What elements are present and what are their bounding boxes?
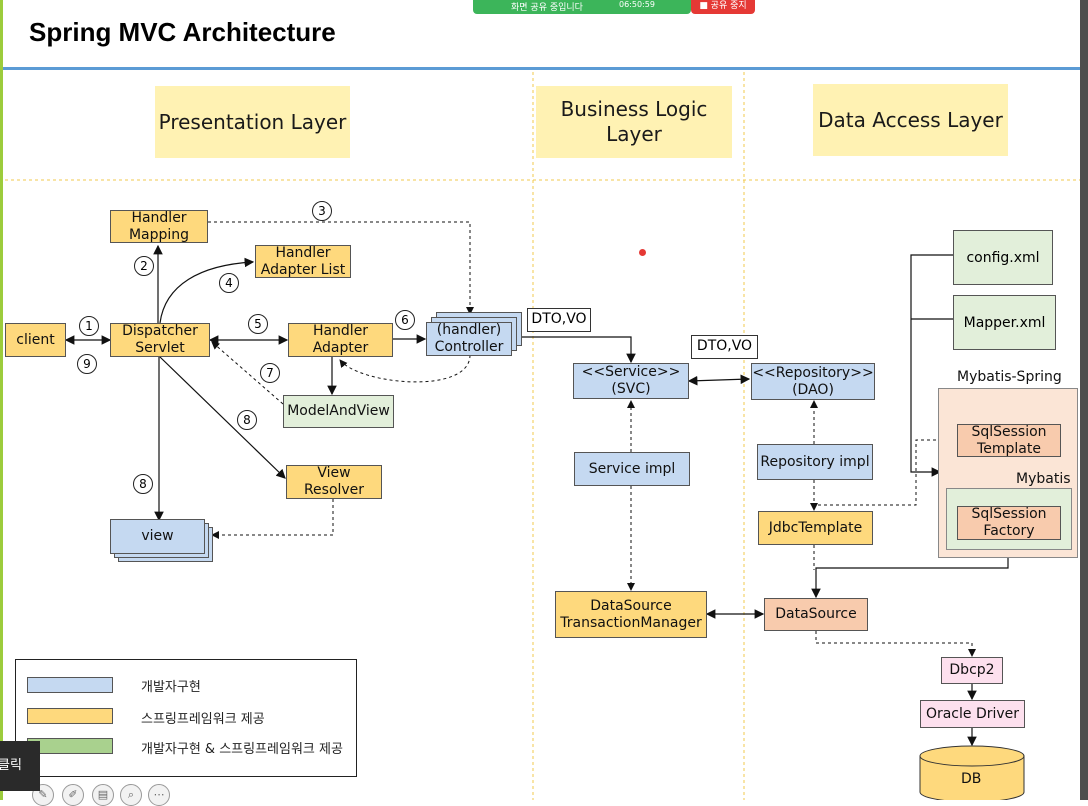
repository-impl-box: Repository impl [757, 444, 873, 480]
screen-share-bar: 화면 공유 중입니다 06:50:59 [473, 0, 691, 14]
stop-share-button[interactable]: ■ 공유 중지 [691, 0, 755, 14]
more-tool-icon[interactable]: ⋯ [148, 784, 170, 806]
step-2: 2 [134, 256, 154, 276]
handler-adapter-list-box: Handler Adapter List [255, 245, 351, 278]
legend-label-both: 개발자구현 & 스프링프레임워크 제공 [141, 742, 343, 757]
mybatis-spring-label: Mybatis-Spring [957, 369, 1062, 385]
step-3: 3 [312, 201, 332, 221]
title-divider [3, 67, 1080, 70]
share-status: 화면 공유 중입니다 [511, 3, 583, 13]
share-time: 06:50:59 [619, 0, 655, 9]
jdbc-template-box: JdbcTemplate [758, 511, 873, 545]
repository-box: <<Repository>> (DAO) [751, 363, 875, 400]
step-6: 6 [395, 310, 415, 330]
handler-mapping-box: Handler Mapping [110, 210, 208, 243]
datasource-box: DataSource [764, 598, 868, 631]
legend-label-framework: 스프링프레임워크 제공 [141, 712, 265, 727]
service-box: <<Service>> (SVC) [573, 363, 689, 399]
view-resolver-box: View Resolver [286, 465, 382, 499]
legend-swatch-framework [27, 708, 113, 724]
model-and-view-box: ModelAndView [283, 395, 394, 428]
step-5: 5 [248, 314, 268, 334]
service-impl-box: Service impl [574, 452, 690, 486]
transaction-manager-box: DataSource TransactionManager [555, 591, 707, 638]
mapper-xml-note: Mapper.xml [953, 295, 1056, 350]
dto-vo-label-1: DTO,VO [527, 308, 591, 332]
data-access-layer-header: Data Access Layer [813, 84, 1008, 156]
dispatcher-servlet-box: Dispatcher Servlet [110, 323, 210, 357]
client-box: client [5, 323, 66, 357]
sqlsession-template-box: SqlSession Template [957, 424, 1061, 457]
dto-vo-label-2: DTO,VO [691, 335, 758, 359]
zoom-tool-icon[interactable]: ⌕ [120, 784, 142, 806]
step-7: 7 [260, 363, 280, 383]
dbcp2-box: Dbcp2 [941, 657, 1003, 684]
db-label: DB [961, 771, 982, 787]
page-title: Spring MVC Architecture [29, 17, 336, 47]
click-tooltip: 클릭 [0, 741, 40, 791]
business-layer-header: Business Logic Layer [536, 86, 732, 158]
slide-frame-left [0, 0, 3, 800]
presentation-layer-header: Presentation Layer [155, 86, 350, 158]
step-4: 4 [219, 273, 239, 293]
handler-adapter-box: Handler Adapter [288, 323, 393, 357]
slide-frame-right [1080, 0, 1088, 800]
mybatis-label: Mybatis [1016, 471, 1071, 487]
laser-pointer [639, 249, 646, 256]
step-8b: 8 [133, 474, 153, 494]
legend-label-developer: 개발자구현 [141, 680, 201, 695]
config-xml-note: config.xml [953, 230, 1053, 285]
oracle-driver-box: Oracle Driver [920, 700, 1025, 728]
sqlsession-factory-box: SqlSession Factory [957, 506, 1061, 540]
legend-swatch-developer [27, 677, 113, 693]
highlighter-tool-icon[interactable]: ✐ [62, 784, 84, 806]
legend: 개발자구현 스프링프레임워크 제공 개발자구현 & 스프링프레임워크 제공 [15, 659, 357, 777]
view-box: view [110, 519, 205, 554]
slides-tool-icon[interactable]: ▤ [92, 784, 114, 806]
step-8a: 8 [237, 410, 257, 430]
step-9: 9 [77, 354, 97, 374]
step-1: 1 [79, 316, 99, 336]
controller-box: (handler) Controller [426, 322, 512, 356]
